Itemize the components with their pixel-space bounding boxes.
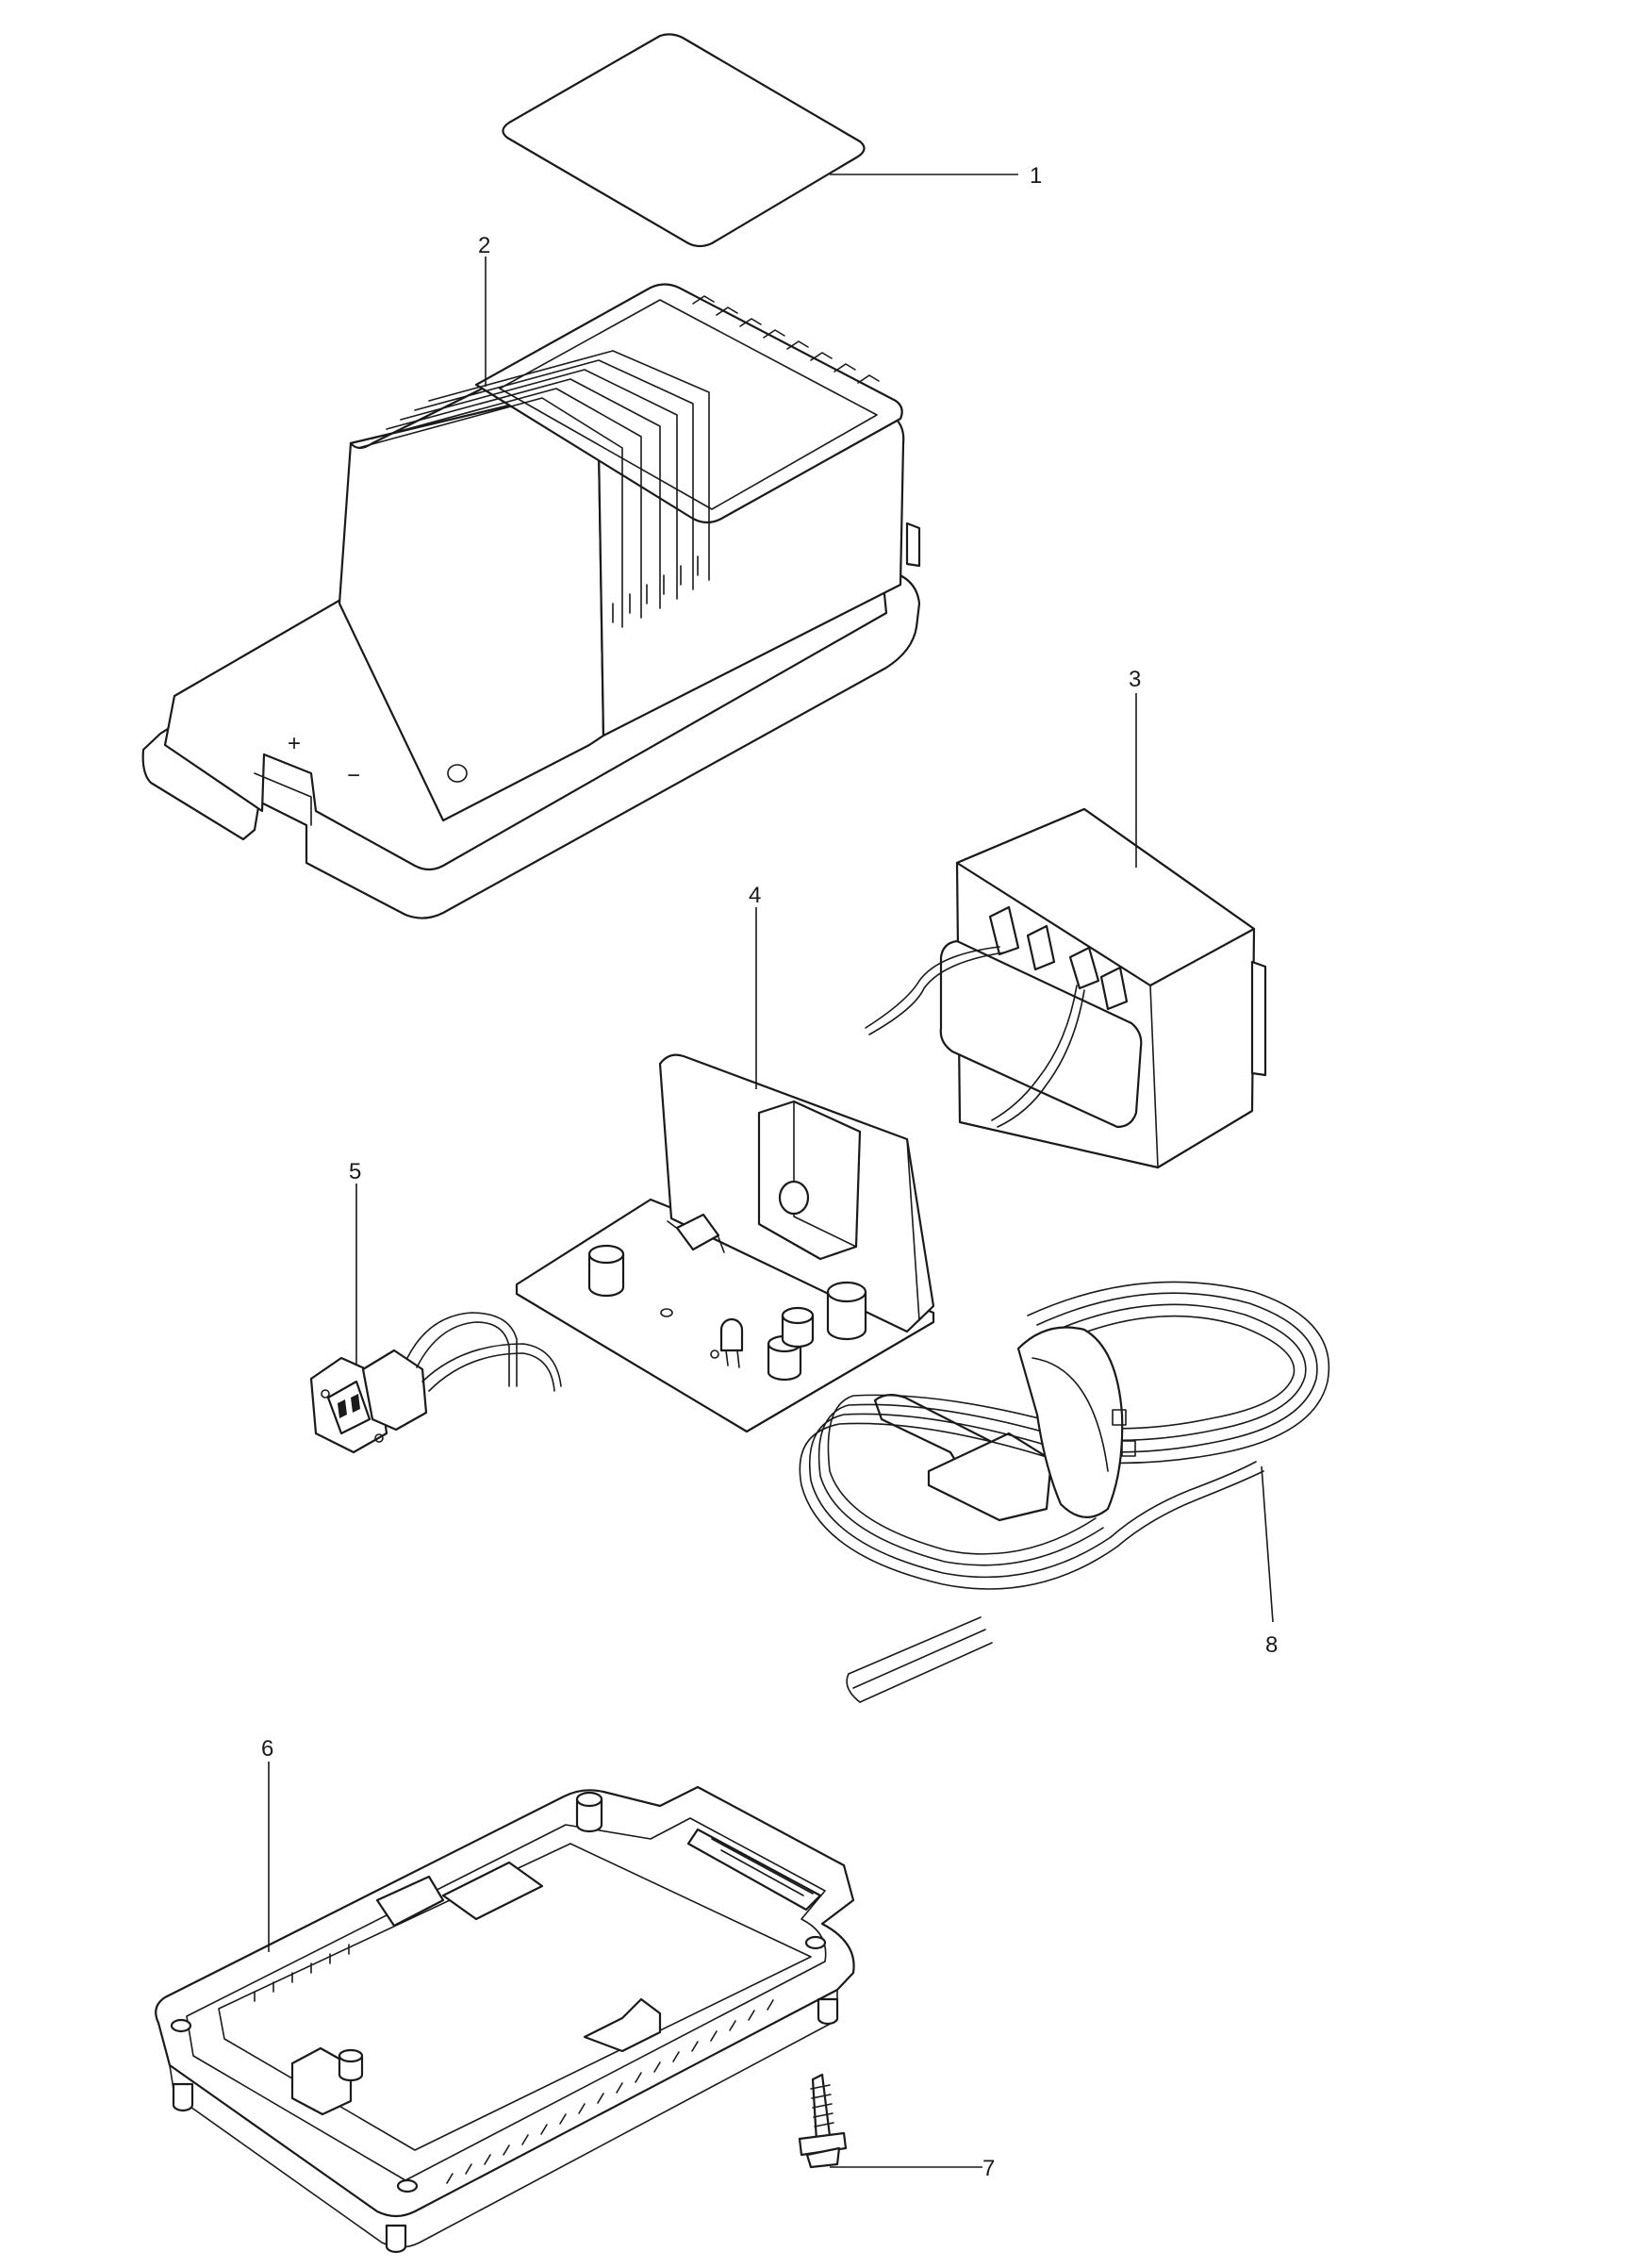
part-3-transformer <box>865 807 1267 1169</box>
callout-1: 1 <box>1030 163 1042 189</box>
callout-3: 3 <box>1129 667 1141 692</box>
callout-2: 2 <box>478 233 490 258</box>
part-7-tapping-screw <box>798 2073 848 2169</box>
part-8-power-cord <box>799 1281 1330 1703</box>
callout-4: 4 <box>749 883 761 908</box>
callout-7: 7 <box>982 2156 995 2181</box>
callout-6: 6 <box>261 1736 273 1762</box>
part-6-housing-base <box>155 1785 855 2254</box>
callout-labels: 1 2 3 4 5 6 7 8 <box>261 163 1278 2181</box>
minus-marking: − <box>347 763 360 788</box>
part-5-terminal-connector <box>309 1312 562 1454</box>
callout-5: 5 <box>349 1159 361 1184</box>
callout-leaders <box>268 174 1274 2168</box>
plus-marking: + <box>288 731 301 756</box>
part-1-label-plate <box>502 33 866 248</box>
part-4-circuit-board <box>515 1053 935 1433</box>
callout-8: 8 <box>1265 1632 1278 1658</box>
part-2-housing-top: + − <box>141 283 921 919</box>
